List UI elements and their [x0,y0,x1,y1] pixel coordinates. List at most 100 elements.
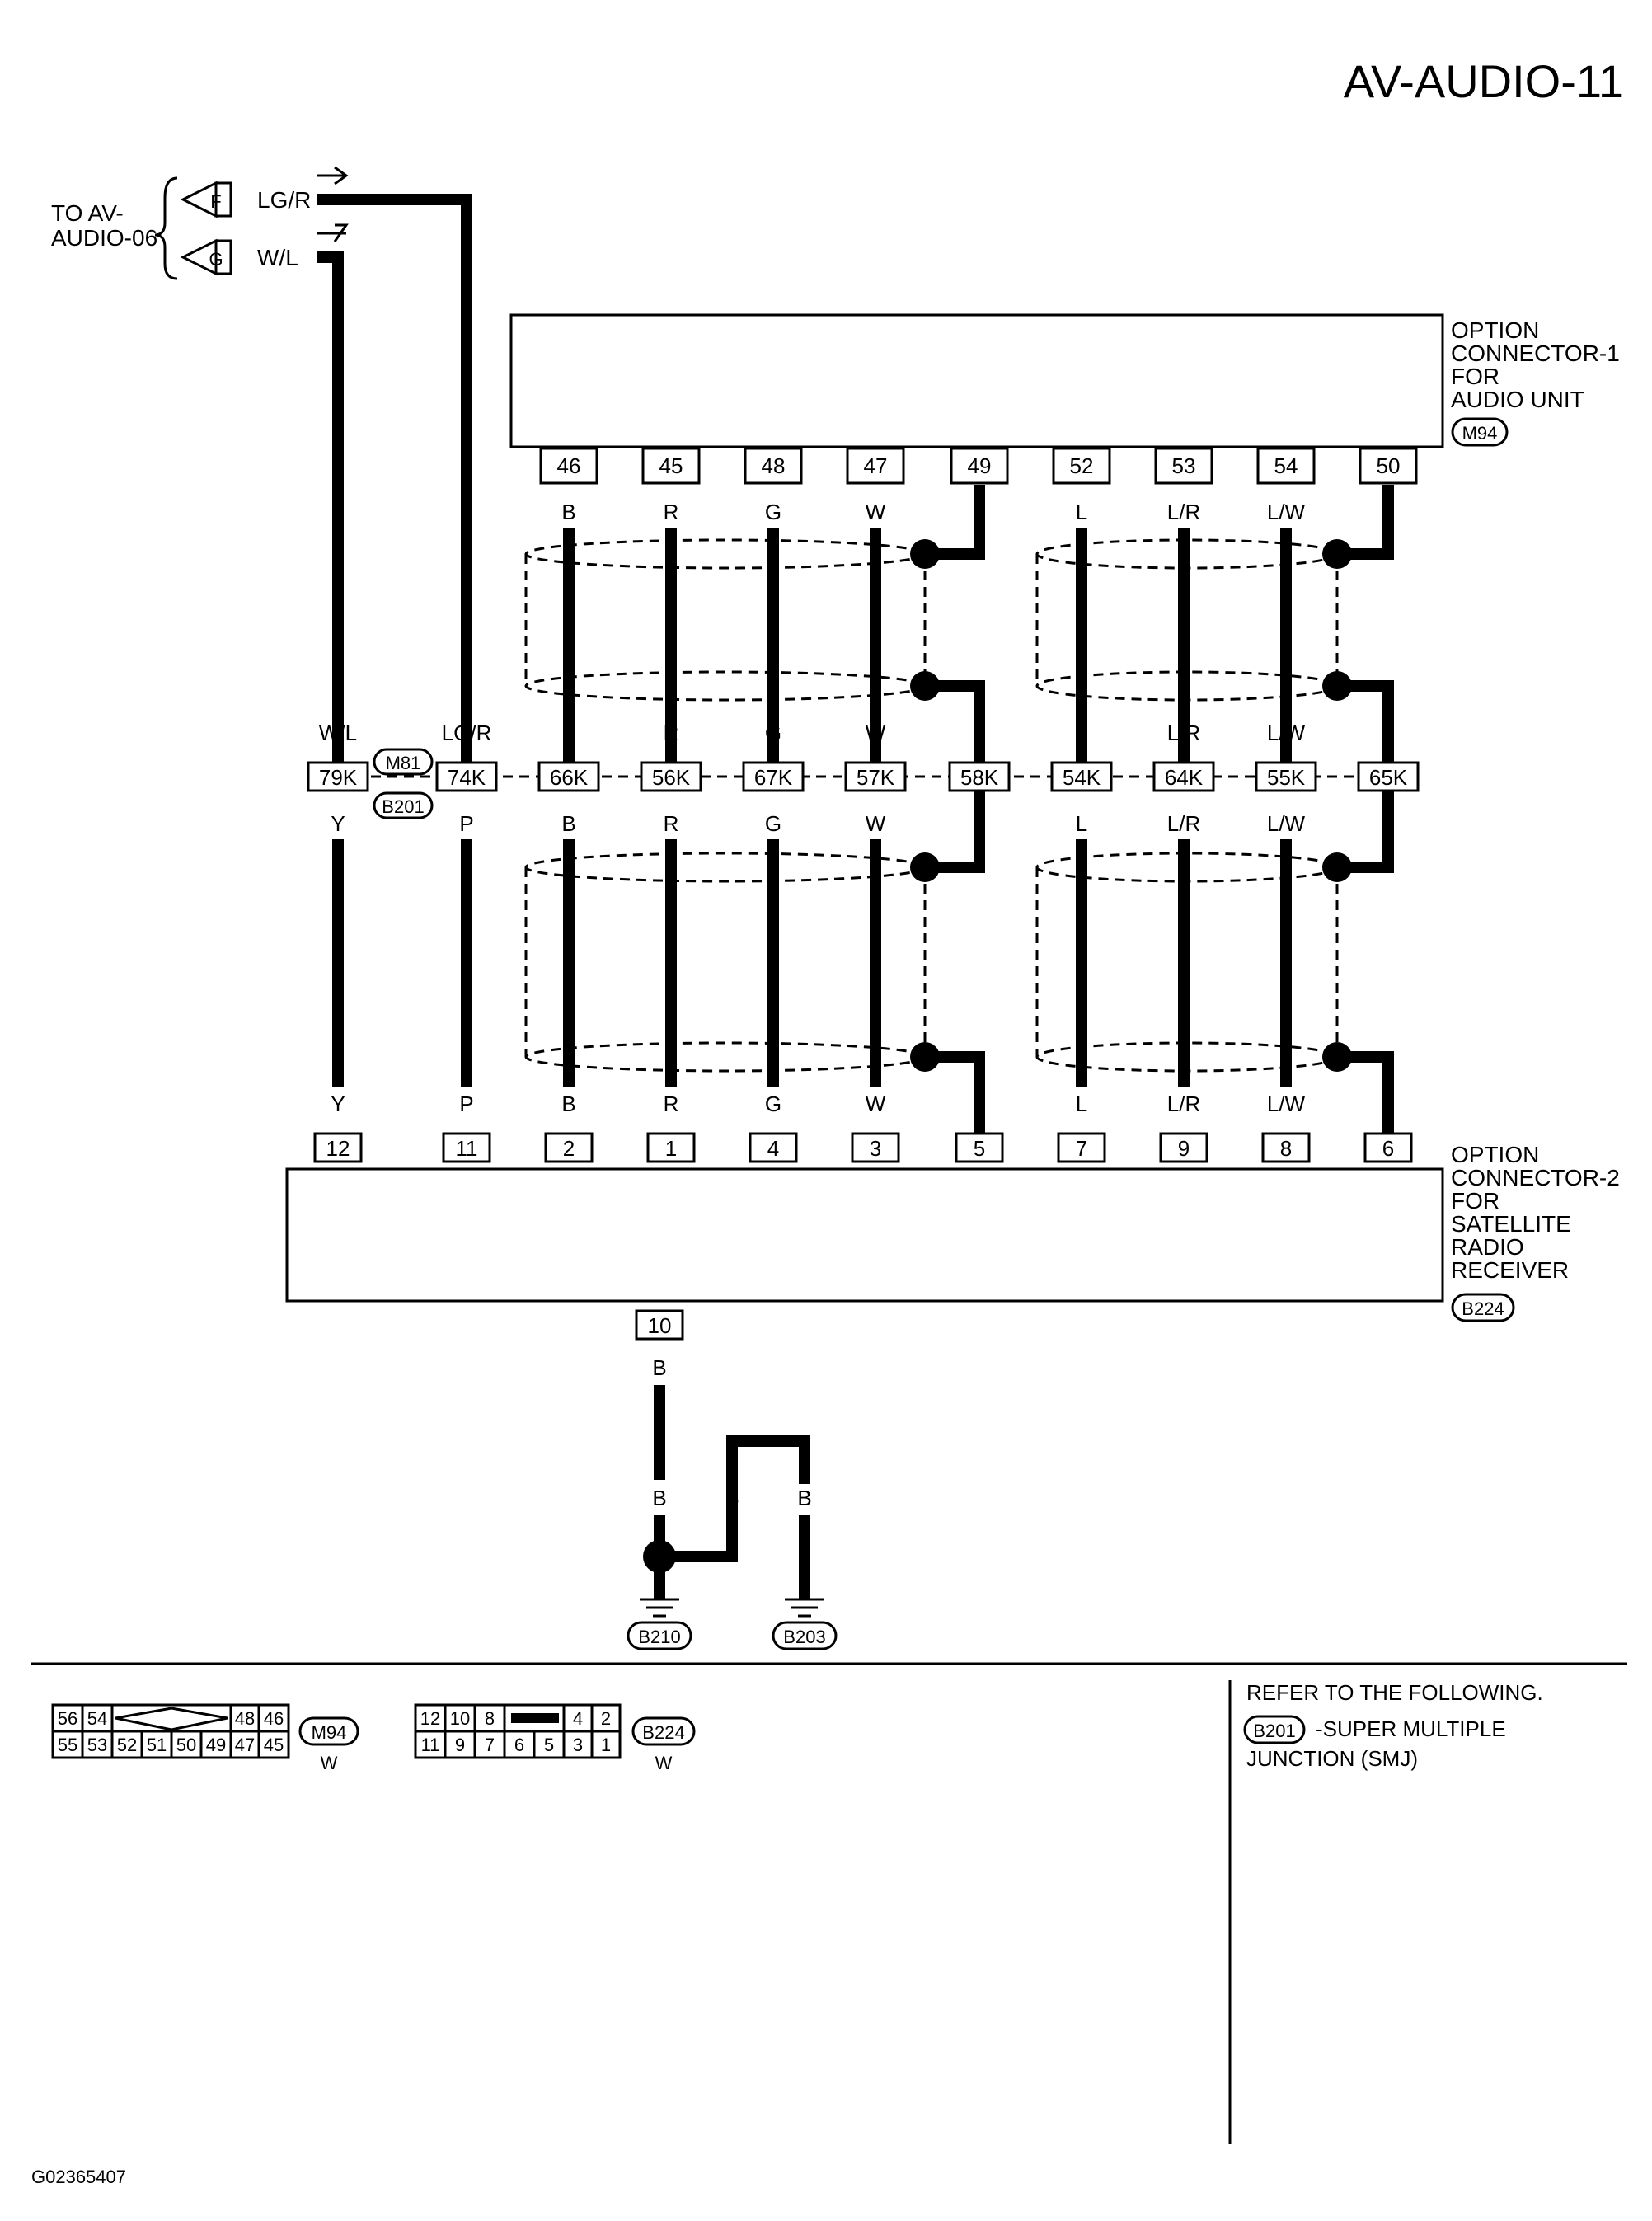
svg-text:W: W [655,1753,673,1773]
svg-text:W/L: W/L [319,721,357,745]
svg-text:45: 45 [659,453,683,478]
svg-text:79K: 79K [319,765,358,790]
wire-w-l [317,251,344,763]
drain-wire-6 [1337,1051,1394,1134]
svg-text:L: L [1076,500,1087,524]
shield-top-left [524,538,940,702]
svg-text:R: R [664,1092,679,1116]
svg-text:RADIO: RADIO [1451,1234,1524,1260]
svg-text:74K: 74K [448,765,486,790]
ground-b210: B210 [638,1627,680,1647]
svg-text:47: 47 [235,1735,255,1755]
svg-text:3: 3 [573,1735,583,1755]
svg-text:55: 55 [58,1735,77,1755]
svg-text:B: B [561,721,575,745]
svg-text:9: 9 [455,1735,465,1755]
drain-wire-5 [925,1051,985,1134]
svg-text:46: 46 [264,1708,284,1729]
connector2-title: OPTION CONNECTOR-2 FOR SATELLITE RADIO R… [1451,1142,1620,1283]
svg-text:B: B [725,1486,739,1510]
page-title: AV-AUDIO-11 [1344,55,1624,107]
figure-id: G02365407 [31,2167,126,2187]
svg-text:1: 1 [601,1735,611,1755]
svg-text:52: 52 [1070,453,1094,478]
drain-wire-58k-top [925,680,985,763]
svg-text:CONNECTOR-1: CONNECTOR-1 [1451,340,1620,366]
svg-text:52: 52 [117,1735,137,1755]
svg-text:Y: Y [331,811,345,836]
svg-text:54: 54 [1274,453,1298,478]
top-pin-5: 49 [950,447,1009,485]
connector2-code-badge [1451,1293,1515,1322]
svg-text:56K: 56K [652,765,691,790]
svg-text:11: 11 [421,1735,440,1755]
svg-text:L: L [1076,721,1087,745]
svg-text:RECEIVER: RECEIVER [1451,1257,1569,1283]
drain-wire-65k-bottom [1337,791,1394,873]
svg-text:6: 6 [1382,1136,1394,1161]
junction-term-79k: 79K W/L Y [307,721,369,836]
svg-text:46: 46 [557,453,581,478]
svg-text:Y: Y [331,1092,345,1116]
svg-text:49: 49 [968,453,992,478]
svg-text:G: G [765,500,781,524]
svg-text:B: B [561,811,575,836]
svg-text:W: W [866,1092,886,1116]
wire-lg-r [317,194,472,763]
bottom-pin-10: L/W8 [1261,1092,1311,1163]
svg-text:8: 8 [485,1708,495,1729]
svg-text:10: 10 [450,1708,470,1729]
connector1-code: M94 [1462,423,1498,444]
svg-text:W: W [321,1753,338,1773]
arrow-f-letter: F [210,191,221,212]
arrow-f: F LG/R [180,181,311,218]
bottom-pin-5: G4 [749,1092,798,1163]
svg-text:7: 7 [485,1735,495,1755]
svg-text:B224: B224 [642,1722,684,1743]
svg-text:12: 12 [326,1136,350,1161]
svg-text:L: L [1076,1092,1087,1116]
bottom-pin-8: L7 [1057,1092,1106,1163]
drain-wire-49 [925,485,985,560]
svg-text:FOR: FOR [1451,1188,1499,1214]
svg-text:50: 50 [1377,453,1401,478]
junction-code-m81: M81 [386,753,421,773]
top-pin-4: 47W [846,447,905,524]
arrow-g-letter: G [209,249,223,270]
arrow-g-color: W/L [257,245,298,270]
svg-text:48: 48 [235,1708,255,1729]
svg-text:P: P [459,811,473,836]
svg-text:51: 51 [147,1735,167,1755]
drain-wire-65k-top [1337,680,1394,763]
svg-text:49: 49 [206,1735,226,1755]
ref-brace [154,176,178,280]
svg-text:B: B [797,1486,811,1510]
bottom-pin-11: 6 [1363,1132,1413,1163]
refer-code-badge [1243,1715,1306,1744]
top-pin-3: 48G [744,447,803,524]
svg-text:3: 3 [870,1136,881,1161]
svg-text:L: L [1076,811,1087,836]
svg-text:57K: 57K [857,765,895,790]
svg-text:5: 5 [544,1735,554,1755]
ground-pin: 10 [648,1313,672,1338]
refer-code: B201 [1253,1721,1295,1741]
svg-text:11: 11 [456,1136,478,1161]
to-ref-line2: AUDIO-06 [51,225,157,251]
connector-view-m94: 56 54 48 46 55 53 52 51 50 49 47 45 M94 … [51,1703,359,1773]
bottom-pin-3: B2 [544,1092,594,1163]
svg-text:48: 48 [762,453,786,478]
svg-text:L/R: L/R [1167,500,1200,524]
svg-text:B: B [652,1355,666,1380]
svg-text:6: 6 [514,1735,524,1755]
top-pin-1: 46B [539,447,598,524]
refer-heading: REFER TO THE FOLLOWING. [1246,1680,1543,1705]
to-ref-line1: TO AV- [51,200,124,226]
connector2-box [285,1167,1444,1303]
svg-text:L/W: L/W [1267,721,1306,745]
